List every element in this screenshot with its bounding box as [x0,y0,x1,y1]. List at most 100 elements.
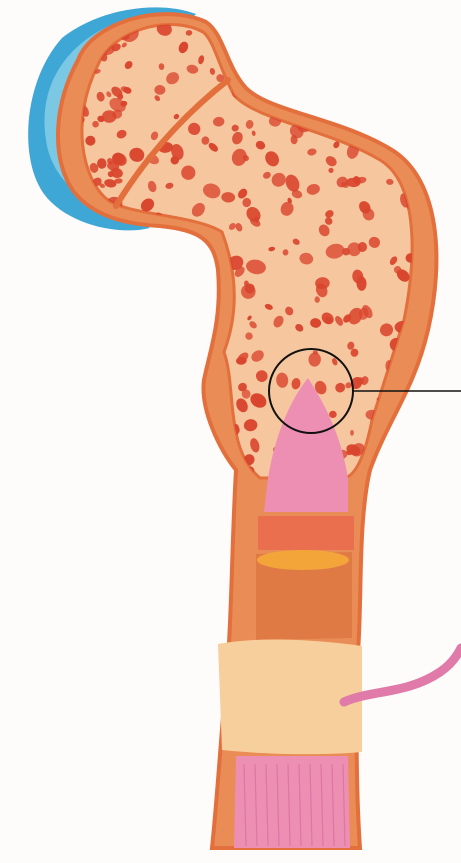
spongy-pore [205,457,212,464]
spongy-pore [413,89,425,99]
spongy-pore [396,466,405,475]
spongy-pore [116,243,124,252]
spongy-pore [131,429,144,442]
spongy-pore [107,377,121,391]
spongy-pore [273,83,286,95]
spongy-pore [348,46,354,52]
spongy-pore [364,99,374,109]
spongy-pore [107,397,117,409]
spongy-pore [91,426,106,441]
spongy-pore [343,108,361,124]
spongy-pore [390,141,396,147]
spongy-pore [126,432,137,442]
spongy-pore [77,334,94,349]
spongy-pore [338,48,347,55]
spongy-pore [79,317,87,324]
spongy-pore [419,25,437,43]
spongy-pore [186,443,196,454]
spongy-pore [191,322,205,338]
spongy-pore [128,230,141,239]
spongy-pore [95,462,115,482]
spongy-pore [64,473,78,487]
spongy-pore [249,47,264,64]
spongy-pore [66,369,81,383]
spongy-pore [178,238,185,247]
spongy-pore [420,19,431,29]
spongy-pore [339,26,351,38]
spongy-pore [92,363,102,374]
spongy-pore [219,473,235,485]
spongy-pore [277,48,287,57]
spongy-pore [148,362,161,373]
spongy-pore [145,279,158,292]
spongy-pore [414,52,426,67]
spongy-pore [406,128,428,145]
spongy-pore [335,89,342,95]
spongy-pore [407,16,418,26]
spongy-pore [116,286,129,300]
spongy-pore [114,286,128,299]
spongy-pore [118,422,128,430]
spongy-pore [116,368,126,378]
spongy-pore [313,22,328,38]
spongy-pore [193,464,205,475]
spongy-pore [130,280,148,298]
spongy-pore [104,243,119,258]
spongy-pore [99,249,107,257]
spongy-pore [353,106,368,121]
spongy-pore [107,443,123,458]
spongy-pore [85,442,102,461]
spongy-pore [115,353,129,365]
spongy-pore [124,387,139,402]
spongy-pore [239,63,250,76]
spongy-pore [116,309,126,320]
spongy-pore [127,353,137,362]
spongy-pore [402,471,411,482]
spongy-pore [159,370,176,391]
spongy-pore [141,349,147,357]
spongy-pore [298,57,309,66]
spongy-pore [364,36,377,47]
spongy-pore [386,103,407,122]
spongy-pore [70,387,78,394]
periosteum-layer [218,640,362,755]
spongy-pore [67,295,79,308]
spongy-pore [111,355,121,370]
spongy-pore [350,430,354,436]
spongy-pore [161,459,176,475]
spongy-pore [103,353,123,370]
spongy-pore [134,320,143,329]
spongy-pore [291,56,298,65]
spongy-pore [76,302,84,310]
spongy-pore [105,287,120,302]
spongy-pore [424,118,435,129]
spongy-pore [331,95,345,108]
spongy-pore [102,426,112,435]
spongy-pore [415,418,423,426]
marrow-band [258,516,354,550]
spongy-pore [73,226,85,238]
spongy-pore [297,66,306,75]
spongy-pore [152,291,169,307]
spongy-pore [404,123,420,139]
spongy-pore [188,426,204,441]
spongy-pore [417,100,424,107]
spongy-pore [66,243,75,254]
spongy-pore [166,426,177,434]
spongy-pore [343,106,355,119]
spongy-pore [67,276,79,290]
spongy-pore [129,263,135,268]
spongy-pore [142,275,160,293]
spongy-pore [111,398,124,411]
spongy-pore [187,472,203,487]
spongy-pore [200,255,210,265]
spongy-pore [405,438,416,450]
spongy-pore [352,40,366,53]
spongy-pore [69,382,83,396]
spongy-pore [72,430,79,440]
spongy-pore [128,458,143,474]
spongy-pore [414,58,423,66]
spongy-pore [99,292,109,302]
spongy-pore [104,308,121,326]
spongy-pore [137,247,154,265]
